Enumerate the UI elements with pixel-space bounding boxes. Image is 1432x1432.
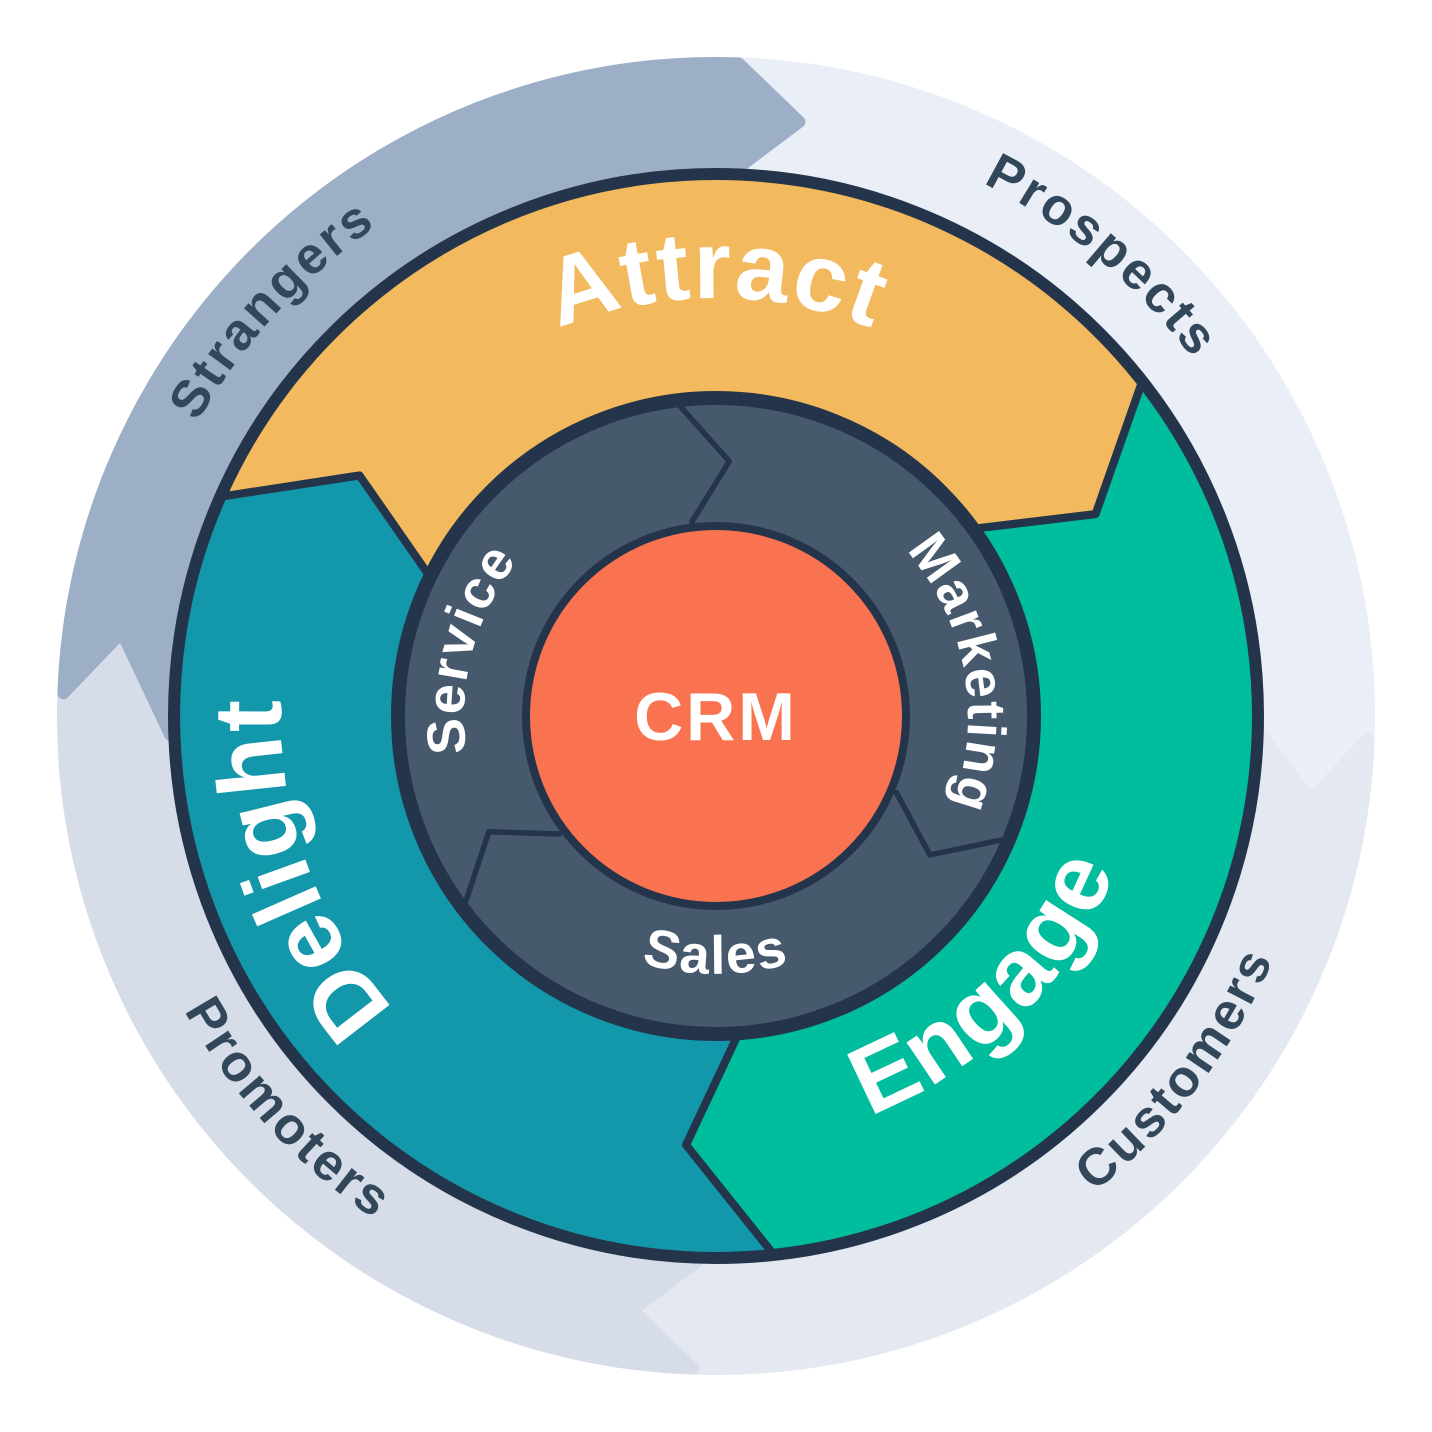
sales-label: Sales: [639, 917, 792, 986]
divider-sales-service: [461, 829, 563, 909]
inner-ring-dividers: [461, 400, 1009, 909]
divider-service-marketing: [674, 400, 733, 525]
svg-text:Sales: Sales: [639, 917, 794, 986]
divider-marketing-sales: [893, 789, 1009, 858]
outer-ring: [57, 57, 1375, 1375]
crm-hub-circle: [522, 522, 910, 910]
crm-label: CRM: [634, 679, 798, 755]
